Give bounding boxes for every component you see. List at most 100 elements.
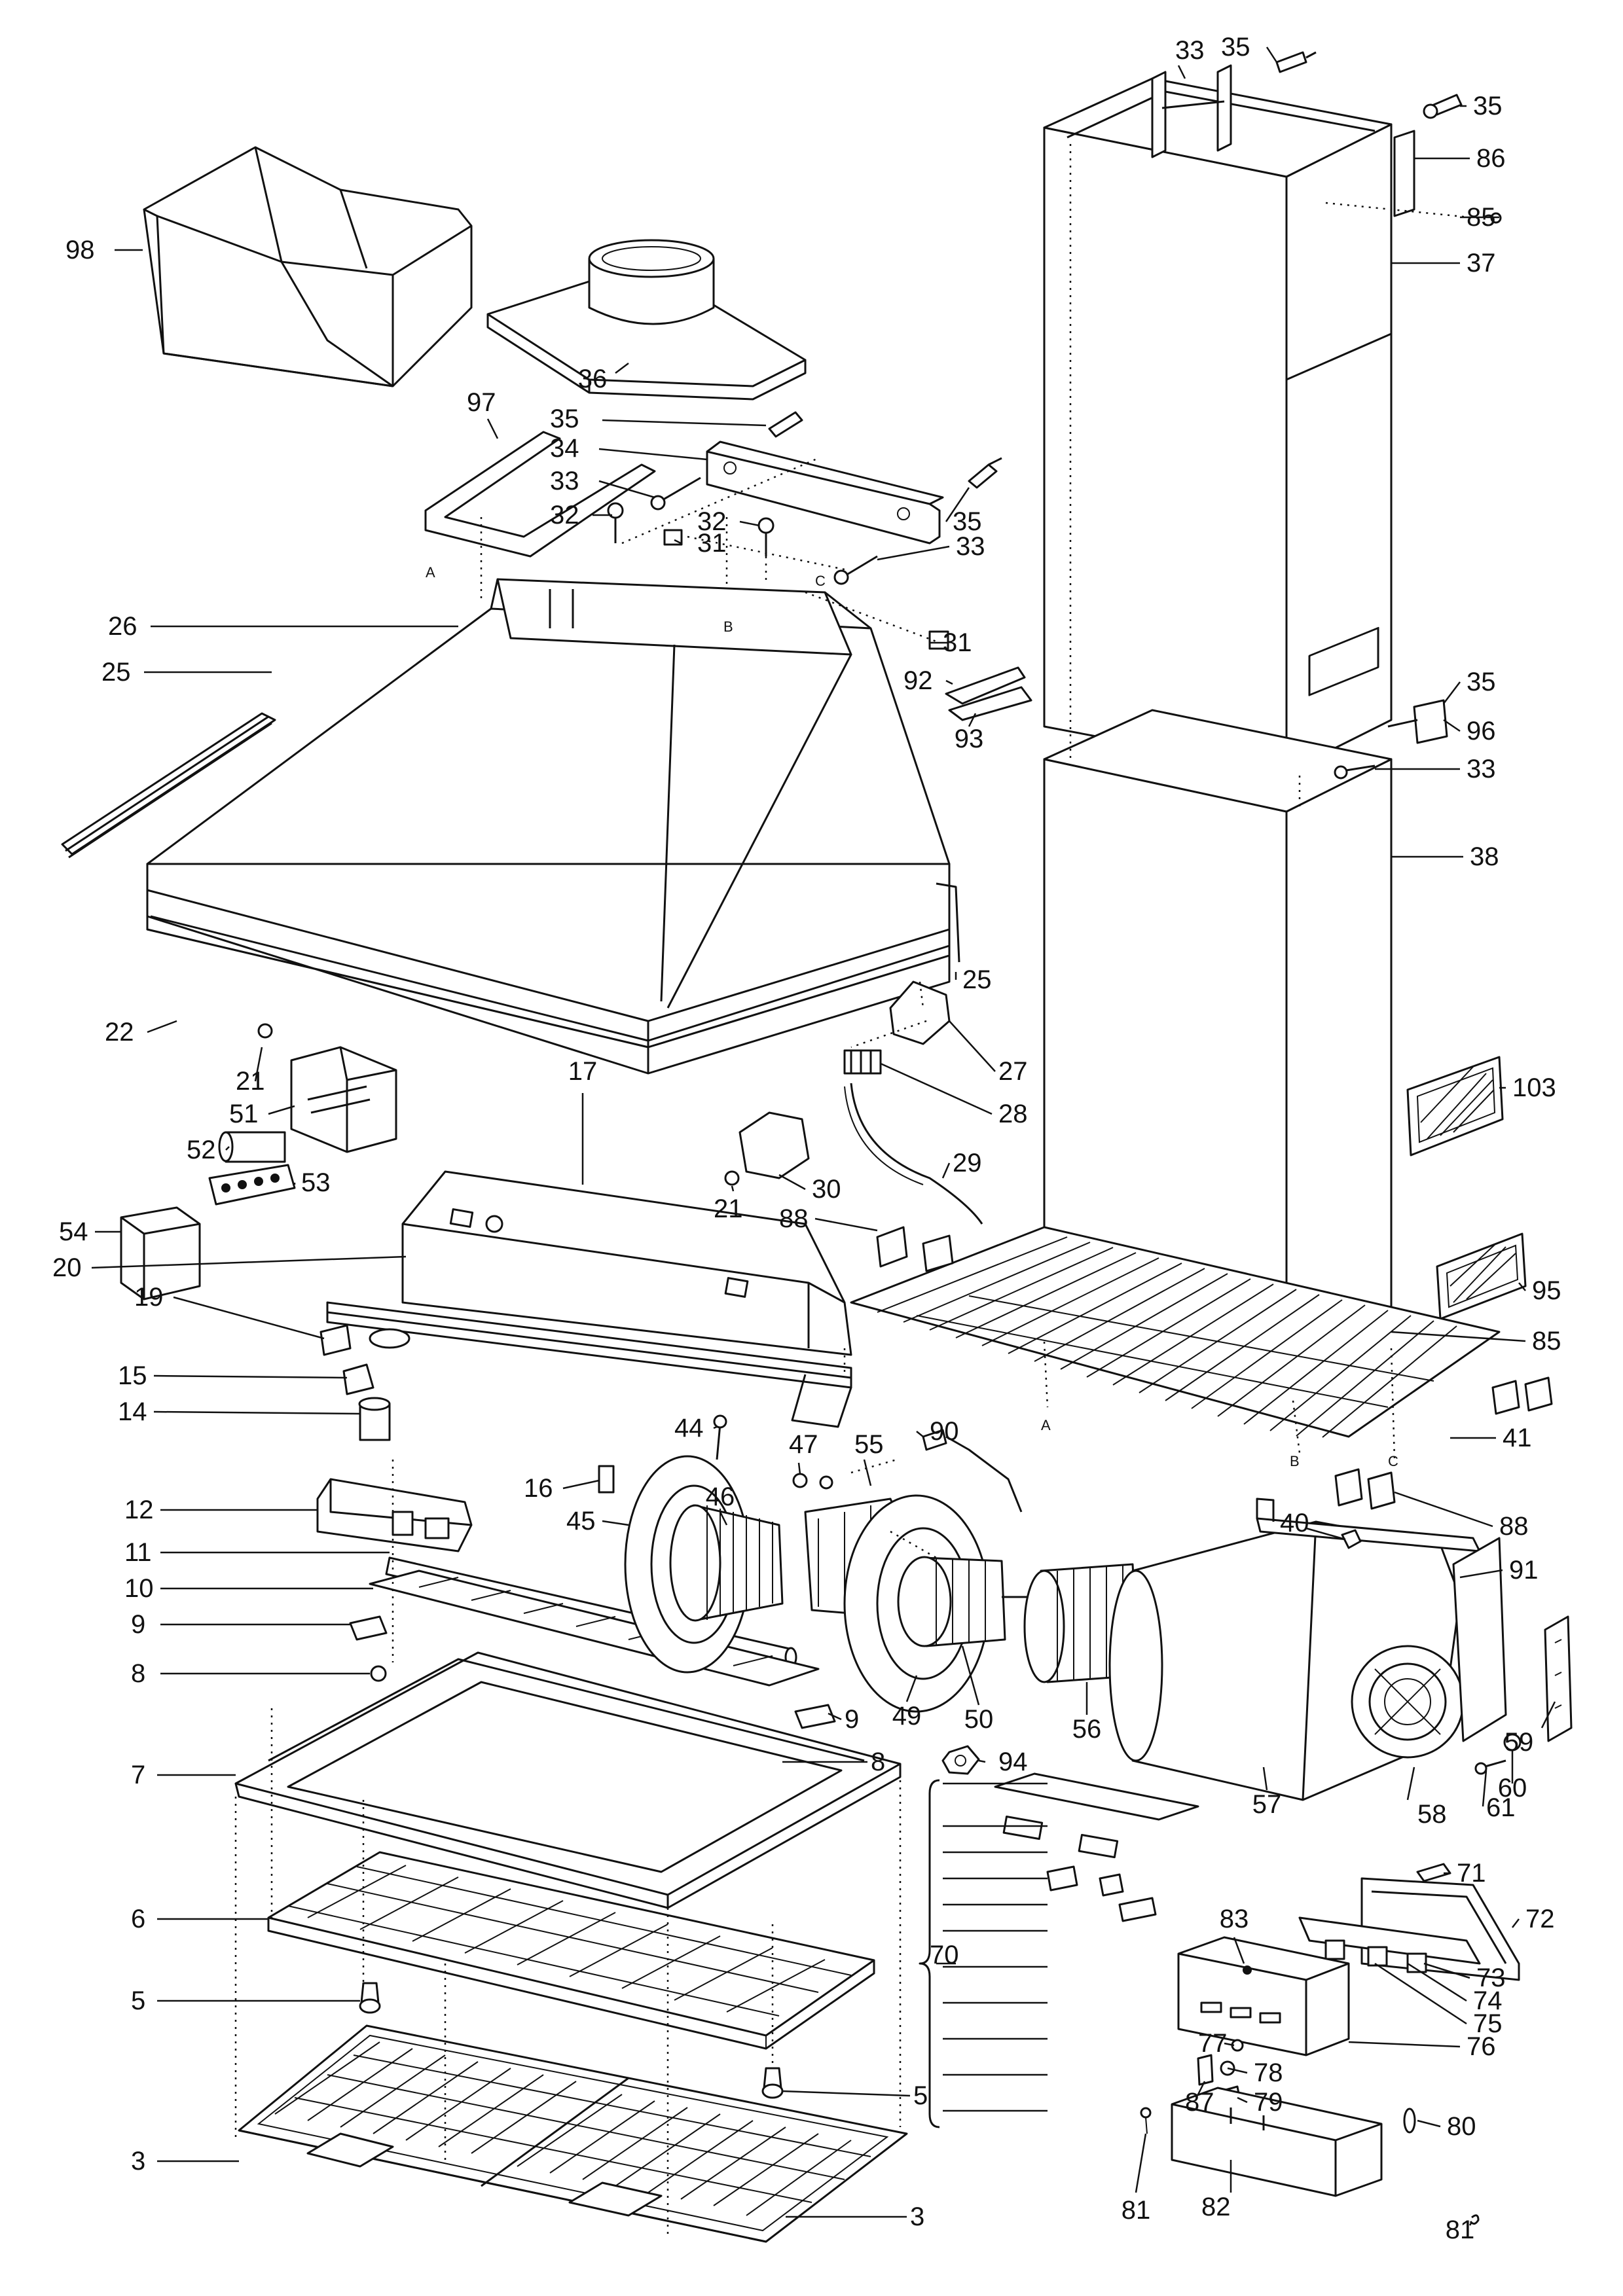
leader-line: [1391, 1331, 1526, 1342]
callout-label-93: 93: [955, 725, 984, 753]
leader-line: [739, 520, 760, 527]
callout-label-57: 57: [1252, 1790, 1282, 1819]
part-12-ballast: [316, 1478, 473, 1552]
leader-line: [1197, 2081, 1206, 2095]
leader-line: [1541, 1701, 1556, 1729]
leader-line: [1374, 1962, 1467, 2025]
reference-letters: A B C A B C: [426, 564, 1398, 1469]
callout-label-35: 35: [953, 507, 982, 536]
callout-label-47: 47: [789, 1430, 818, 1459]
part-33-top-bracket: [1151, 64, 1232, 158]
part-44-screw: [713, 1414, 727, 1460]
callout-label-75: 75: [1473, 2009, 1503, 2038]
callout-label-6: 6: [131, 1905, 145, 1933]
part-9-clips: [349, 1615, 836, 1729]
callout-label-22: 22: [105, 1018, 134, 1047]
callout-label-87: 87: [1185, 2088, 1214, 2117]
leader-line: [945, 487, 970, 522]
callout-label-35: 35: [1473, 92, 1503, 120]
callout-label-82: 82: [1201, 2193, 1231, 2221]
leader-line: [486, 418, 499, 439]
part-7-lamp-frame: [234, 1651, 902, 1909]
callout-label-80: 80: [1447, 2112, 1476, 2141]
leader-line: [153, 1410, 361, 1415]
part-28-connector: [843, 1049, 882, 1075]
leader-line: [797, 1462, 801, 1475]
part-80-spring: [1403, 2108, 1416, 2134]
callout-label-96: 96: [1467, 717, 1496, 745]
ref-letter-b-bottom: B: [1290, 1453, 1300, 1469]
ref-letter-b-top: B: [723, 619, 733, 635]
part-32-screws: [607, 502, 775, 556]
callout-label-79: 79: [1254, 2088, 1283, 2117]
leader-line: [1512, 1918, 1520, 1928]
callout-label-33: 33: [1175, 36, 1205, 65]
part-92-93-clips: [945, 666, 1032, 721]
part-60-nut: [1503, 1733, 1522, 1751]
part-98-duct-adapter: [143, 146, 473, 387]
leader-line: [1305, 1527, 1346, 1541]
leader-line: [961, 1645, 980, 1706]
callout-label-9: 9: [845, 1705, 859, 1734]
callout-label-31: 31: [943, 628, 972, 657]
callout-label-7: 7: [131, 1761, 145, 1789]
part-16-clip: [598, 1465, 615, 1494]
leader-line: [863, 1459, 872, 1486]
part-35-wall-plugs-top: [768, 411, 1002, 489]
part-33-chimney-screw: [1334, 764, 1376, 780]
leader-line: [968, 713, 977, 727]
ref-letter-c-top: C: [815, 573, 826, 589]
part-19-bracket: [319, 1324, 410, 1356]
leader-line: [598, 448, 708, 461]
part-35-wall-plugs-chimney: [1275, 51, 1463, 119]
callout-label-51: 51: [229, 1100, 259, 1128]
leader-line: [1348, 2041, 1461, 2048]
callout-label-35: 35: [1467, 668, 1496, 696]
callout-label-40: 40: [1280, 1509, 1309, 1537]
callout-label-77: 77: [1198, 2029, 1228, 2058]
part-41-wall-grid: [850, 1226, 1501, 1438]
leader-line: [1459, 1569, 1503, 1579]
callout-label-37: 37: [1467, 249, 1496, 278]
leader-line: [1227, 2067, 1248, 2074]
callout-label-3: 3: [131, 2147, 145, 2176]
callout-label-56: 56: [1072, 1715, 1102, 1744]
leader-line: [1262, 1767, 1268, 1791]
callout-label-85: 85: [1532, 1327, 1561, 1355]
callout-label-81: 81: [1446, 2215, 1475, 2244]
part-40-nut: [1341, 1529, 1362, 1549]
part-94-nut: [941, 1745, 980, 1775]
callout-label-61: 61: [1486, 1793, 1516, 1822]
part-82-lower-cover: [1171, 2087, 1383, 2197]
callout-label-29: 29: [953, 1149, 982, 1177]
leader-line: [674, 539, 682, 545]
leader-line: [1177, 65, 1186, 79]
callout-label-76: 76: [1467, 2032, 1496, 2061]
callout-label-90: 90: [930, 1417, 959, 1446]
callout-label-25: 25: [101, 658, 131, 687]
callout-label-33: 33: [1467, 755, 1496, 783]
callout-label-10: 10: [124, 1574, 154, 1603]
group-70-brace: [919, 1779, 940, 2128]
part-50-motor: [897, 1556, 1031, 1647]
leader-line: [814, 1217, 878, 1232]
leader-lines: [91, 46, 1556, 2226]
callout-label-52: 52: [187, 1136, 216, 1164]
callout-label-94: 94: [998, 1748, 1028, 1776]
callout-label-28: 28: [998, 1100, 1028, 1128]
leader-line: [1394, 1491, 1493, 1528]
callout-label-50: 50: [964, 1705, 994, 1734]
callout-label-88: 88: [779, 1204, 809, 1233]
part-86-bracket: [1393, 130, 1415, 217]
callout-label-33: 33: [550, 467, 579, 495]
part-21-screw-left: [257, 1023, 273, 1039]
leader-line: [905, 1675, 918, 1702]
part-36-outlet-flange: [486, 239, 807, 401]
leader-line: [254, 1047, 263, 1082]
part-96-clip: [1387, 699, 1448, 744]
leader-line: [1423, 1962, 1470, 1979]
callout-label-38: 38: [1470, 842, 1499, 871]
